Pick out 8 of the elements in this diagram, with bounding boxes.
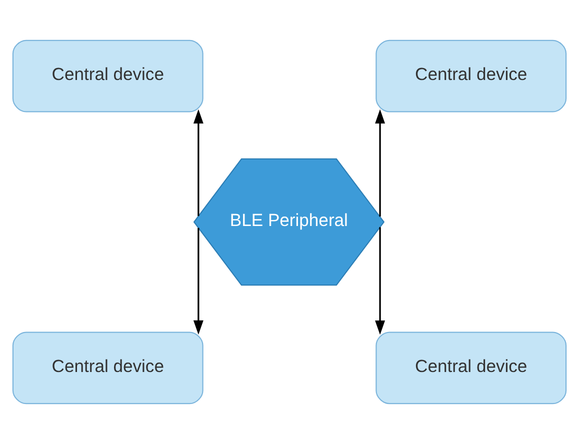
arrow bbox=[193, 109, 204, 216]
arrow bbox=[375, 227, 386, 335]
node-box: Central device bbox=[12, 40, 204, 112]
arrow bbox=[193, 228, 204, 335]
arrow bbox=[375, 109, 386, 217]
node-box: Central device bbox=[376, 40, 567, 112]
node-box: Central device bbox=[12, 332, 204, 404]
node-box: Central device bbox=[376, 332, 567, 404]
